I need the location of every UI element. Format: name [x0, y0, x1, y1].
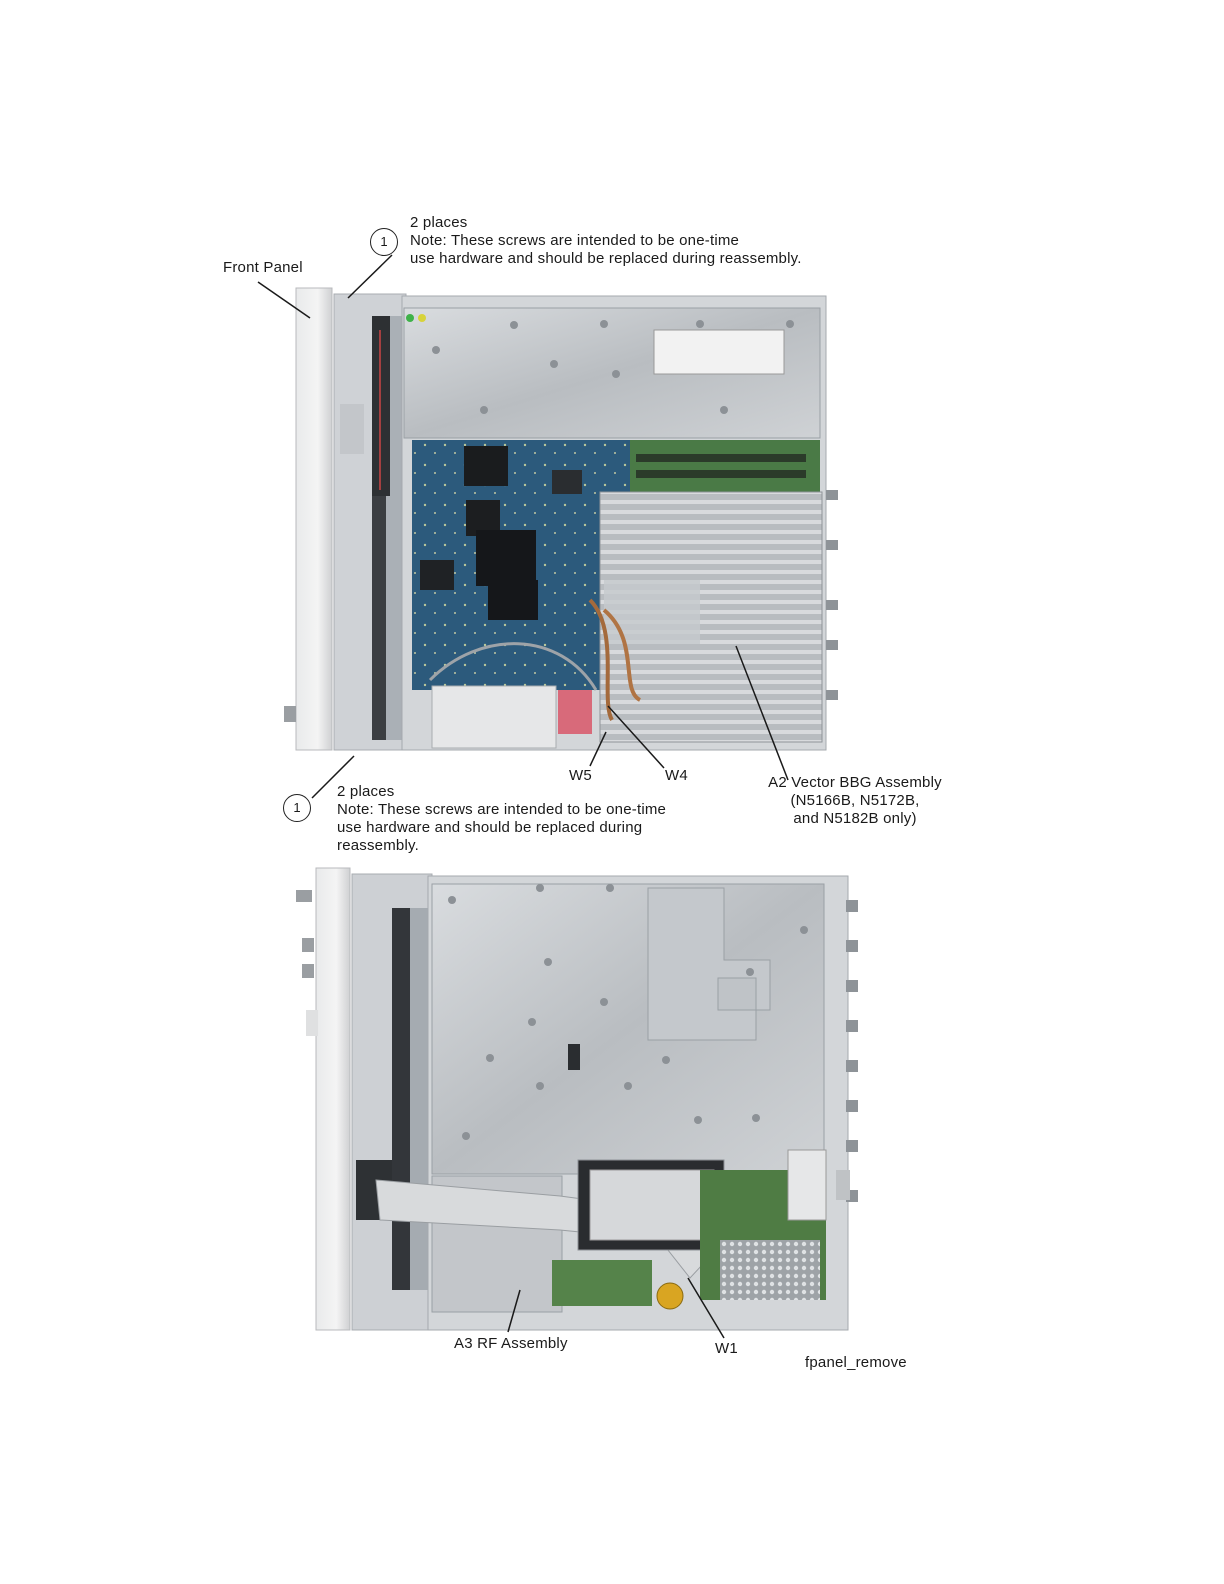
- w5-label: W5: [569, 767, 592, 784]
- a3-rf-assembly-label: A3 RF Assembly: [454, 1335, 568, 1352]
- callout-note-bottom: 2 places Note: These screws are intended…: [337, 783, 666, 855]
- callout-note-top: 2 places Note: These screws are intended…: [410, 214, 802, 268]
- callout-bottom-line-3: use hardware and should be replaced duri…: [337, 819, 643, 836]
- callout-bottom-line-1: 2 places: [337, 783, 395, 800]
- callout-top-line-1: 2 places: [410, 214, 468, 231]
- figure-id-label: fpanel_remove: [805, 1354, 907, 1371]
- bottom-view-photo: [296, 867, 858, 1331]
- callout-marker-top: 1: [370, 228, 398, 256]
- callout-marker-bottom: 1: [283, 794, 311, 822]
- callout-bottom-line-2: Note: These screws are intended to be on…: [337, 801, 667, 818]
- leader-lines: [257, 254, 789, 1339]
- callout-top-line-3: use hardware and should be replaced duri…: [410, 250, 802, 267]
- w4-label: W4: [665, 767, 688, 784]
- callout-top-line-2: Note: These screws are intended to be on…: [410, 232, 740, 249]
- a2-line-1: A2 Vector BBG Assembly: [768, 774, 942, 791]
- a2-assembly-label: A2 Vector BBG Assembly (N5166B, N5172B, …: [760, 774, 950, 828]
- a2-line-3: and N5182B only): [793, 810, 917, 827]
- top-view-photo: [284, 287, 838, 751]
- callout-bottom-line-4: reassembly.: [337, 837, 419, 854]
- w1-label: W1: [715, 1340, 738, 1357]
- front-panel-label: Front Panel: [223, 259, 303, 276]
- a2-line-2: (N5166B, N5172B,: [790, 792, 920, 809]
